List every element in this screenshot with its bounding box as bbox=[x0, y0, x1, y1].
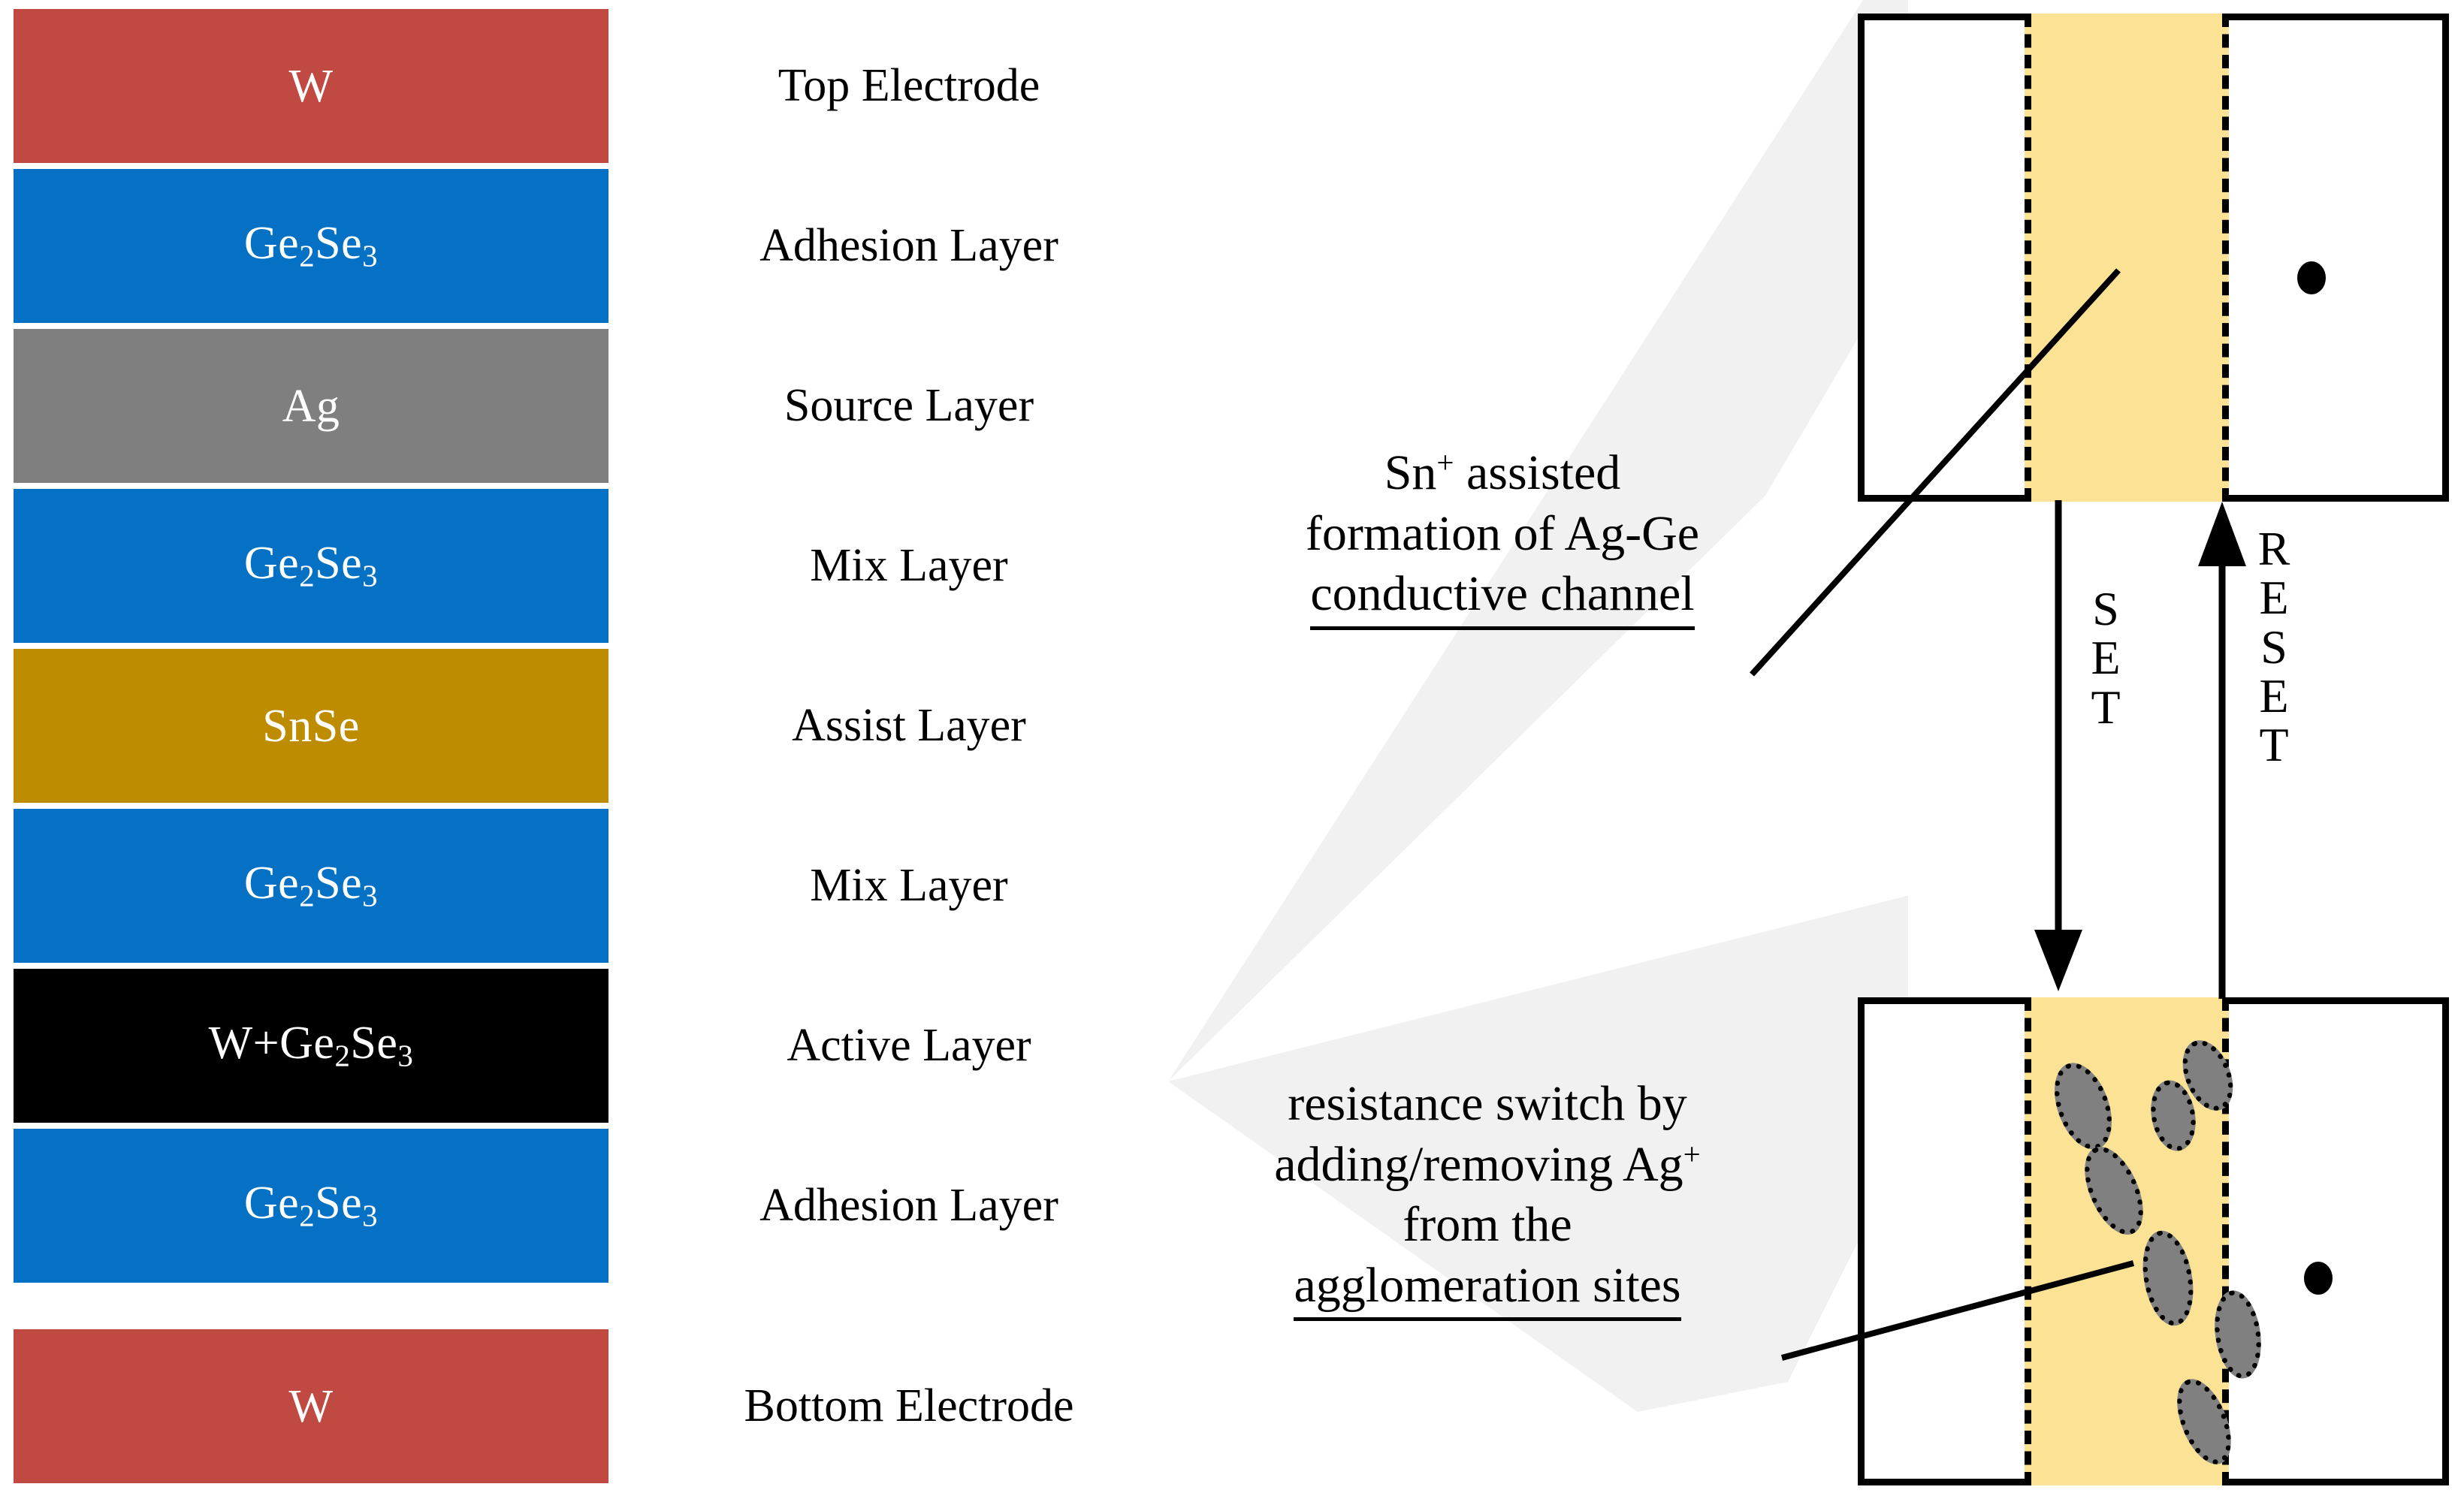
layer-role-label-2: Source Layer bbox=[784, 379, 1034, 431]
layer-role-label-0: Top Electrode bbox=[778, 59, 1040, 111]
stack-layer-material-3: Ge2Se3 bbox=[243, 537, 379, 593]
set-letters-char-1: E bbox=[2091, 631, 2121, 685]
stack-layer-material-5: Ge2Se3 bbox=[243, 857, 379, 913]
stack-layer-material-7: Ge2Se3 bbox=[243, 1177, 379, 1233]
stack-layer-2: Ag bbox=[14, 329, 608, 483]
layer-role-label-3: Mix Layer bbox=[810, 539, 1008, 591]
stack-layer-4: SnSe bbox=[14, 649, 608, 803]
annotation-top-line3-underlined: conductive channel bbox=[1310, 564, 1695, 630]
bottom-filament-dot-0 bbox=[2304, 1262, 2333, 1295]
layer-role-label-1: Adhesion Layer bbox=[759, 219, 1058, 271]
stack-layer-6: W+Ge2Se3 bbox=[14, 969, 608, 1123]
set-arrow-head bbox=[2034, 930, 2082, 991]
annotation-bottom-line2: adding/removing Ag+ bbox=[1274, 1136, 1701, 1192]
agglomeration-site-5 bbox=[2209, 1287, 2266, 1382]
device-box-high-resistance bbox=[1858, 14, 2449, 502]
stack-layer-1: Ge2Se3 bbox=[14, 169, 608, 323]
annotation-bottom-line3: from the bbox=[1403, 1197, 1572, 1253]
reset-arrow-head bbox=[2198, 502, 2246, 566]
set-letters-char-0: S bbox=[2092, 582, 2119, 635]
annotation-bottom-line4-underlined: agglomeration sites bbox=[1294, 1256, 1681, 1322]
stack-layer-material-1: Ge2Se3 bbox=[243, 217, 379, 273]
annotation-top-line2: formation of Ag-Ge bbox=[1305, 505, 1700, 561]
stack-layer-material-8: W bbox=[288, 1380, 334, 1432]
agglomeration-site-3 bbox=[2073, 1138, 2155, 1244]
annotation-bottom-agglomeration: resistance switch by adding/removing Ag+… bbox=[1149, 1074, 1825, 1322]
layer-role-label-8: Bottom Electrode bbox=[744, 1380, 1074, 1431]
top-filament-dot-0 bbox=[2297, 261, 2326, 294]
agglomeration-site-4 bbox=[2136, 1226, 2200, 1330]
stack-layer-8: W bbox=[14, 1329, 608, 1483]
stack-layer-0: W bbox=[14, 9, 608, 163]
ag-superscript: + bbox=[1683, 1137, 1701, 1172]
agglomeration-site-1 bbox=[2043, 1054, 2123, 1158]
annotation-top-channel: Sn+ assisted formation of Ag-Ge conducti… bbox=[1187, 443, 1818, 630]
stack-layer-material-4: SnSe bbox=[262, 700, 360, 752]
annotation-bottom-line4: agglomeration sites bbox=[1149, 1256, 1825, 1322]
layer-role-label-4: Assist Layer bbox=[792, 699, 1026, 751]
reset-letters-char-2: S bbox=[2260, 620, 2287, 674]
layer-role-label-6: Active Layer bbox=[787, 1019, 1031, 1071]
reset-letters-char-4: T bbox=[2259, 718, 2289, 772]
reset-letters-char-1: E bbox=[2259, 571, 2289, 625]
layer-role-label-5: Mix Layer bbox=[810, 859, 1008, 911]
stack-layer-3: Ge2Se3 bbox=[14, 489, 608, 643]
sn-superscript: + bbox=[1436, 445, 1454, 480]
annotation-bottom-line1: resistance switch by bbox=[1288, 1076, 1687, 1131]
stack-layer-5: Ge2Se3 bbox=[14, 809, 608, 963]
annotation-top-line1: Sn+ assisted bbox=[1384, 445, 1621, 500]
reset-letters-char-0: R bbox=[2257, 522, 2290, 575]
conductive-channel-band-bottom bbox=[2025, 997, 2333, 1485]
set-letters-char-2: T bbox=[2091, 680, 2121, 734]
agglomeration-site-6 bbox=[2166, 1371, 2242, 1472]
layer-role-label-7: Adhesion Layer bbox=[759, 1179, 1058, 1231]
device-box-low-resistance bbox=[1858, 997, 2449, 1485]
annotation-top-line3: conductive channel bbox=[1187, 564, 1818, 630]
stack-layer-material-2: Ag bbox=[282, 380, 340, 432]
stack-layer-material-0: W bbox=[288, 60, 334, 112]
reset-letters-char-3: E bbox=[2259, 668, 2289, 722]
stack-layer-7: Ge2Se3 bbox=[14, 1129, 608, 1283]
stack-layer-material-6: W+Ge2Se3 bbox=[208, 1017, 414, 1073]
conductive-channel-band-top bbox=[2025, 14, 2326, 502]
